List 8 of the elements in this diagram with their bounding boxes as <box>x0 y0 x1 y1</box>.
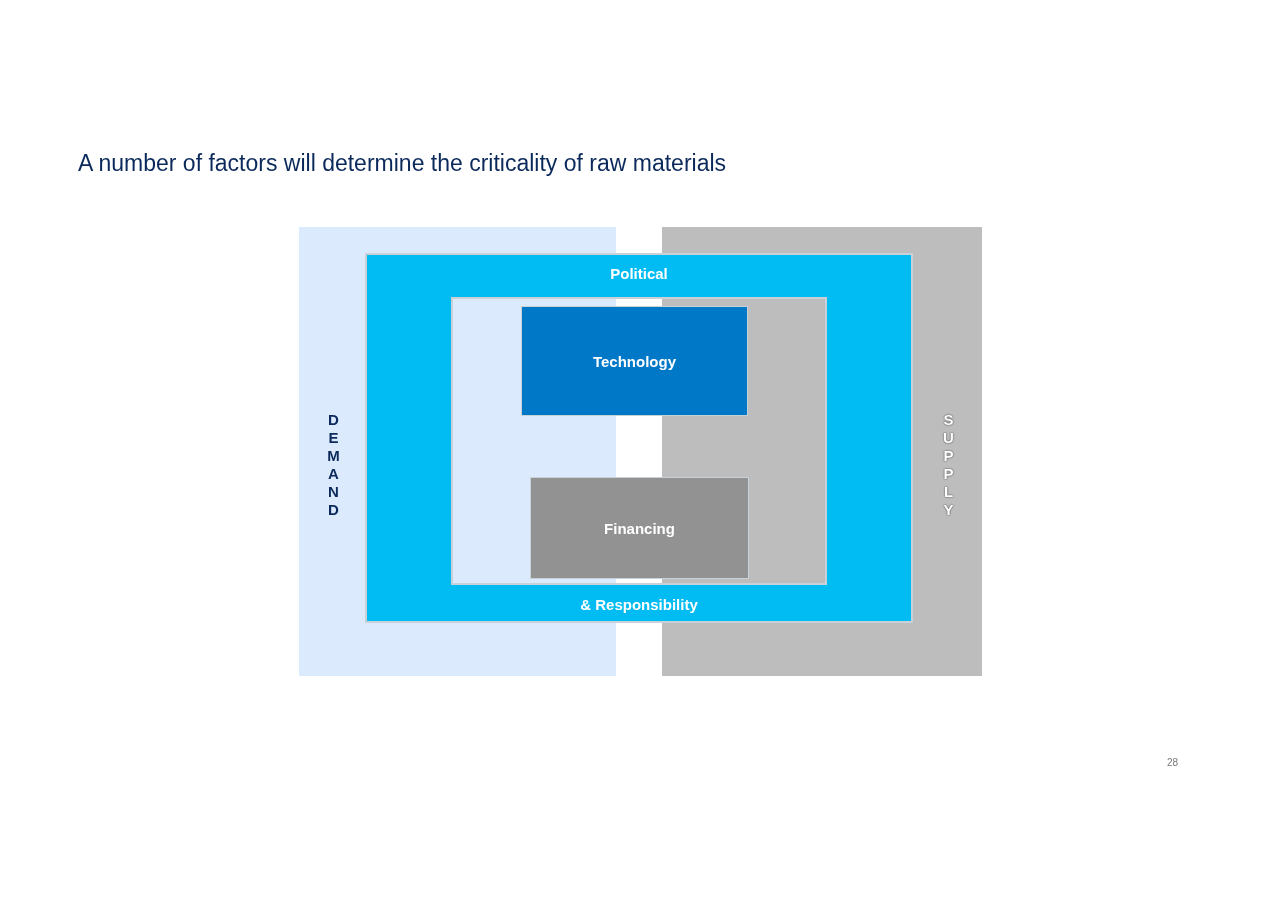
slide-title: A number of factors will determine the criticality of raw materials <box>78 150 727 177</box>
factor-box: Financing <box>530 477 749 579</box>
frame-label: Political <box>609 265 669 282</box>
band-label: DEMAND <box>326 411 341 519</box>
factor-box: Technology <box>521 306 748 416</box>
band-label: SUPPLY <box>942 411 955 519</box>
frame-label: & Responsibility <box>579 596 699 613</box>
page-number: 28 <box>1167 757 1179 768</box>
